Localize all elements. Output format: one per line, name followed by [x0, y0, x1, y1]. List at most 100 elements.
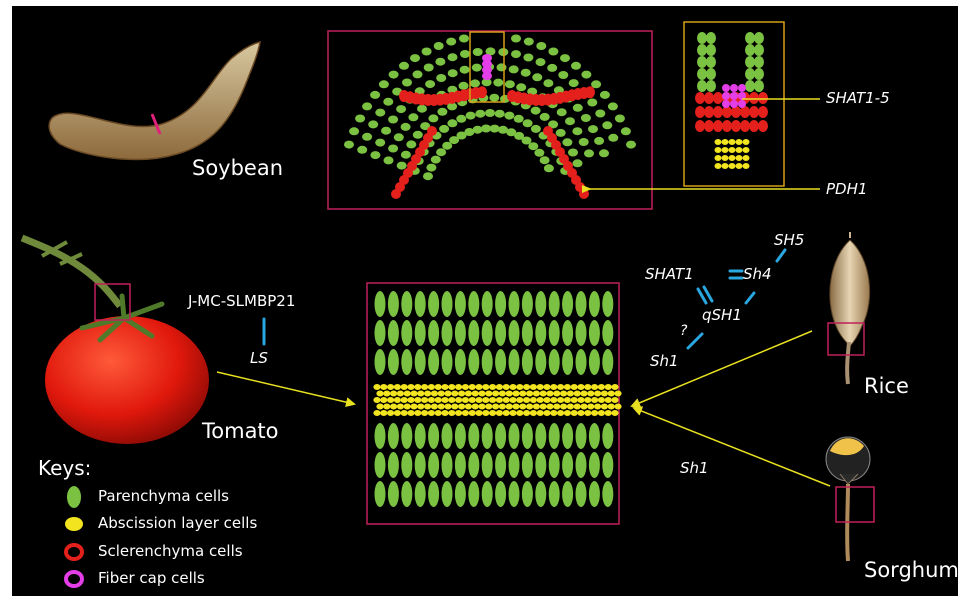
- abscission-cell: [489, 397, 496, 403]
- gene-sh4: Sh4: [743, 265, 772, 283]
- abscission-cell: [383, 404, 390, 410]
- sclerenchyma-cell: [695, 92, 705, 104]
- parenchyma-cell: [455, 320, 466, 346]
- parenchyma-cell: [401, 349, 412, 375]
- fiber-cap-cell: [722, 92, 730, 100]
- abscission-cell: [516, 384, 523, 390]
- parenchyma-cell: [560, 54, 570, 62]
- abscission-cell: [496, 397, 503, 403]
- abscission-cell: [577, 384, 584, 390]
- parenchyma-cell: [706, 56, 716, 68]
- parenchyma-cell: [349, 127, 359, 135]
- abscission-cell: [540, 391, 547, 397]
- parenchyma-cell: [584, 149, 594, 157]
- abscission-cell: [516, 410, 523, 416]
- abscission-cell: [417, 404, 424, 410]
- abscission-cell: [608, 391, 615, 397]
- abscission-cell: [496, 384, 503, 390]
- abscission-cell: [503, 384, 510, 390]
- abscission-cell: [448, 397, 455, 403]
- parenchyma-cell: [497, 63, 507, 71]
- parenchyma-cell: [466, 112, 476, 120]
- parenchyma-cell: [532, 73, 542, 81]
- parenchyma-cell: [535, 481, 546, 507]
- abscission-cell: [580, 404, 587, 410]
- abscission-cell: [560, 391, 567, 397]
- parenchyma-cell: [522, 452, 533, 478]
- abscission-cell: [376, 404, 383, 410]
- sclerenchyma-cell: [695, 106, 705, 118]
- abscission-cell: [743, 139, 750, 145]
- abscission-cell: [444, 404, 451, 410]
- parenchyma-cell: [562, 349, 573, 375]
- parenchyma-cell: [459, 35, 469, 43]
- gene-link-uncertain: ?: [680, 323, 687, 339]
- abscission-cell: [614, 391, 621, 397]
- abscission-cell: [438, 404, 445, 410]
- parenchyma-cell: [468, 481, 479, 507]
- parenchyma-cell: [468, 291, 479, 317]
- parenchyma-cell: [388, 320, 399, 346]
- parenchyma-cell: [394, 133, 404, 141]
- parenchyma-cell: [543, 79, 553, 87]
- abscission-cell: [601, 391, 608, 397]
- parenchyma-cell: [355, 115, 365, 123]
- parenchyma-cell: [511, 50, 521, 58]
- gene-ls: LS: [250, 349, 268, 367]
- abscission-cell: [564, 410, 571, 416]
- abscission-cell: [614, 404, 621, 410]
- tomato-label: Tomato: [202, 419, 279, 443]
- abscission-cell: [458, 404, 465, 410]
- sclerenchyma-cell: [758, 106, 768, 118]
- parenchyma-cell: [470, 79, 480, 87]
- parenchyma-cell: [472, 64, 482, 72]
- parenchyma-cell: [600, 91, 610, 99]
- abscission-cell: [421, 384, 428, 390]
- parenchyma-cell: [706, 44, 716, 56]
- sclerenchyma-cell: [585, 86, 595, 98]
- parenchyma-cell: [473, 48, 483, 56]
- parenchyma-cell: [535, 423, 546, 449]
- abscission-cell: [496, 410, 503, 416]
- sorghum-image: [826, 437, 874, 561]
- parenchyma-cell: [442, 481, 453, 507]
- parenchyma-cell: [602, 320, 613, 346]
- abscission-cell: [722, 163, 729, 169]
- parenchyma-cell: [495, 452, 506, 478]
- legend-markers: [65, 486, 83, 586]
- parenchyma-cell: [415, 452, 426, 478]
- parenchyma-cell: [697, 56, 707, 68]
- parenchyma-cell: [455, 452, 466, 478]
- gene-j-mc-slmbp21: J-MC-SLMBP21: [188, 292, 295, 310]
- parenchyma-cell: [521, 69, 531, 77]
- parenchyma-cell: [558, 71, 568, 79]
- abscission-cell: [516, 397, 523, 403]
- abscission-cell: [475, 410, 482, 416]
- parenchyma-cell: [509, 452, 520, 478]
- parenchyma-cell: [754, 80, 764, 92]
- abscission-cell: [519, 404, 526, 410]
- abscission-cell: [441, 397, 448, 403]
- abscission-cell: [492, 404, 499, 410]
- parenchyma-cell: [415, 349, 426, 375]
- abscission-cell: [444, 391, 451, 397]
- abscission-cell: [722, 155, 729, 161]
- abscission-cell: [553, 391, 560, 397]
- abscission-cell: [577, 410, 584, 416]
- parenchyma-cell: [436, 74, 446, 82]
- abscission-cell: [478, 391, 485, 397]
- parenchyma-cell: [495, 423, 506, 449]
- abscission-cell: [523, 397, 530, 403]
- parenchyma-cell: [383, 98, 393, 106]
- parenchyma-cell: [362, 133, 372, 141]
- parenchyma-cell: [436, 148, 446, 156]
- gene-shat1-5: SHAT1-5: [826, 89, 890, 107]
- sclerenchyma-cell: [758, 92, 768, 104]
- abscission-cell: [455, 397, 462, 403]
- parenchyma-cell: [509, 291, 520, 317]
- abscission-cell: [611, 410, 618, 416]
- abscission-cell: [414, 384, 421, 390]
- abscission-cell: [387, 397, 394, 403]
- abscission-cell: [435, 384, 442, 390]
- parenchyma-cell: [697, 44, 707, 56]
